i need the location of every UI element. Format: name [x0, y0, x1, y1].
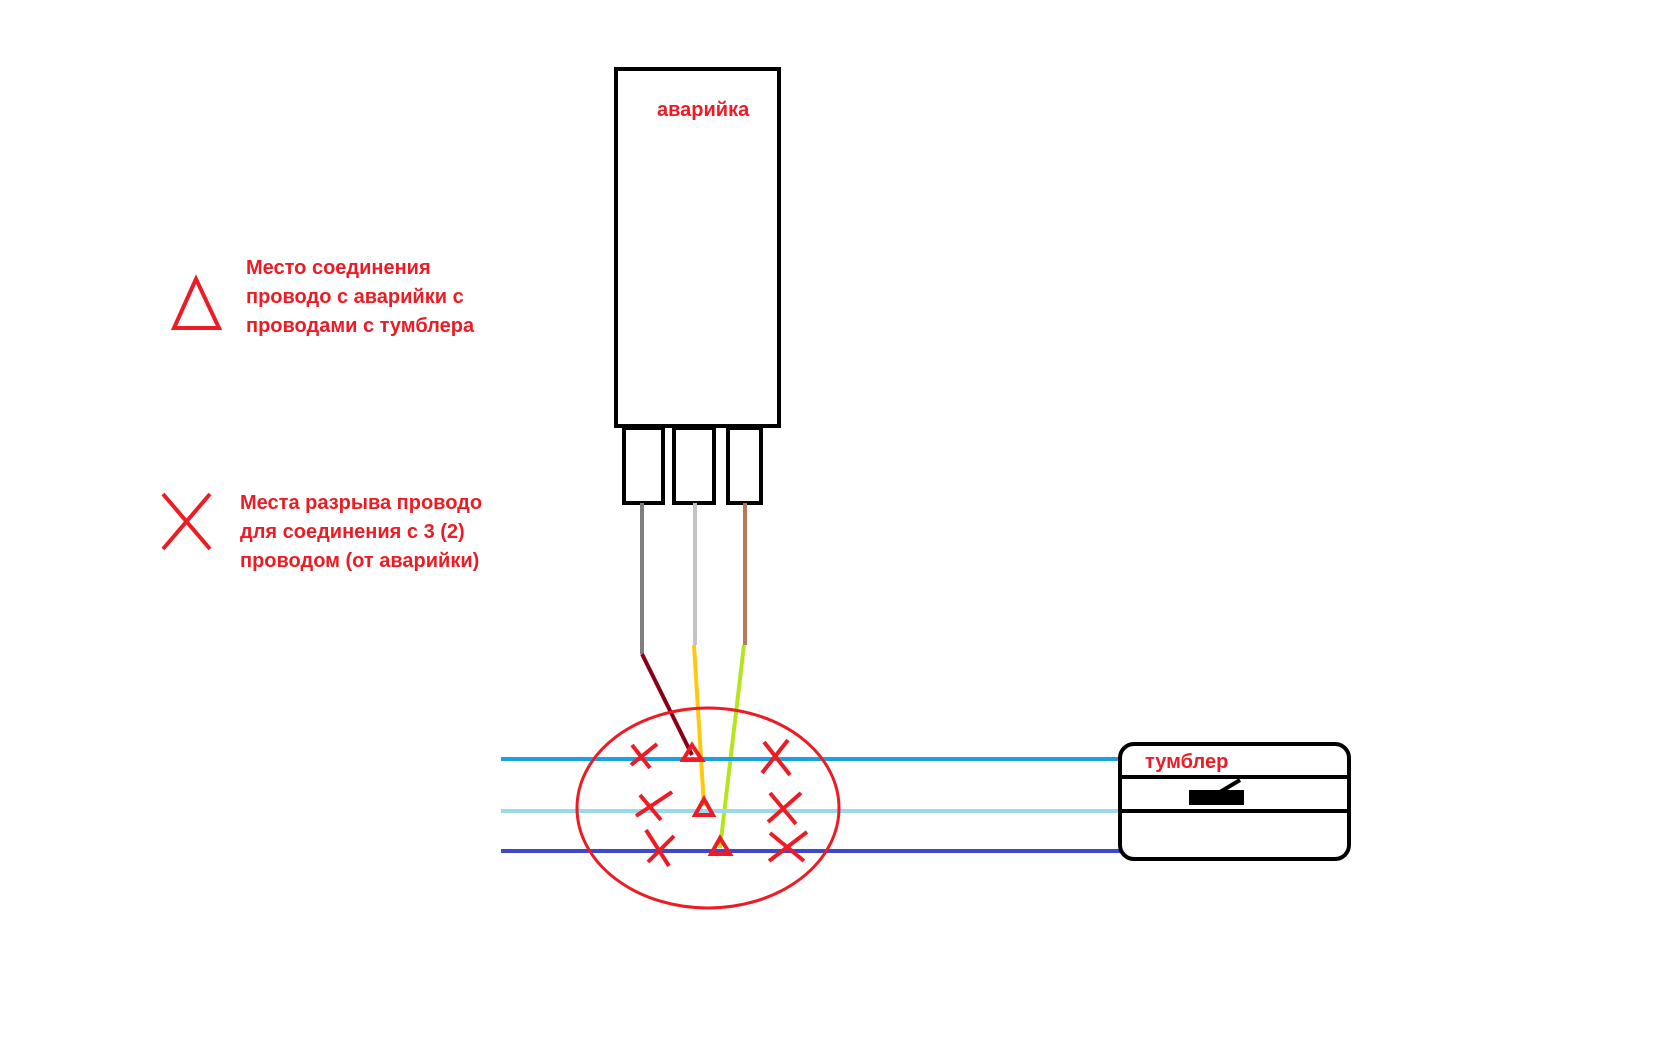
toggle-switch-box: тумблер: [1118, 742, 1351, 861]
legend-triangle-text: Место соединения проводо с аварийки с пр…: [246, 257, 475, 337]
toggle-switch-label: тумблер: [1145, 751, 1228, 773]
break-markers: [629, 738, 809, 868]
wire-yellow: [692, 644, 706, 807]
junction-markers: [679, 741, 734, 856]
connection-area-ellipse: [575, 706, 841, 910]
connector-pin-3: [726, 426, 763, 505]
toggle-wires: [501, 757, 1126, 853]
cross-icon: [760, 738, 792, 777]
triangle-icon: [707, 834, 734, 856]
triangle-icon: [170, 274, 223, 330]
cross-icon: [161, 492, 212, 551]
switch-lever-icon: [1189, 778, 1244, 805]
hazard-wires: [640, 503, 747, 849]
triangle-icon: [691, 794, 717, 817]
hazard-unit: аварийка: [614, 67, 781, 505]
legend-cross-text: Места разрыва проводо для соединения с 3…: [240, 492, 488, 572]
cross-icon: [644, 828, 676, 868]
legend: Место соединения проводо с аварийки с пр…: [161, 257, 488, 572]
hazard-unit-label: аварийка: [657, 99, 750, 121]
cross-icon: [634, 790, 674, 822]
triangle-icon: [679, 741, 706, 762]
wire-green: [718, 644, 746, 849]
cross-icon: [767, 830, 809, 863]
connector-pin-1: [622, 426, 665, 505]
cross-icon: [766, 791, 803, 826]
wire-dark-red: [640, 653, 694, 756]
cross-icon: [629, 742, 659, 770]
connector-pin-2: [672, 426, 716, 505]
